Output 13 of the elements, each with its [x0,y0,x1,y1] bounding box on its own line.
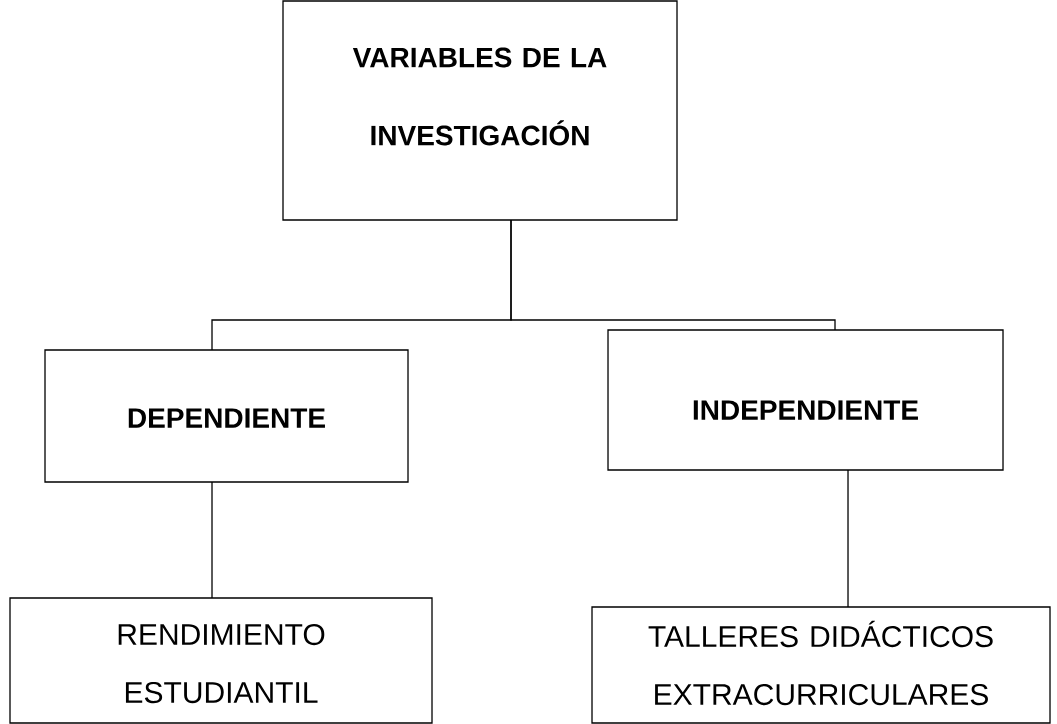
box-label: VARIABLES DE LA INVESTIGACIÓN [352,47,607,146]
box [9,597,433,724]
box [44,349,409,483]
box [591,606,1051,724]
box-label: INDEPENDIENTE [693,400,918,420]
connector-line [510,219,836,331]
box-label: RENDIMIENTO ESTUDIANTIL [118,623,325,704]
box [282,0,678,221]
box-label: TALLERES DIDÁCTICOS EXTRACURRICULARES [648,620,993,706]
connector-line [847,469,849,608]
box-label: DEPENDIENTE [128,408,325,428]
box [607,329,1004,471]
connector-line [211,481,213,599]
